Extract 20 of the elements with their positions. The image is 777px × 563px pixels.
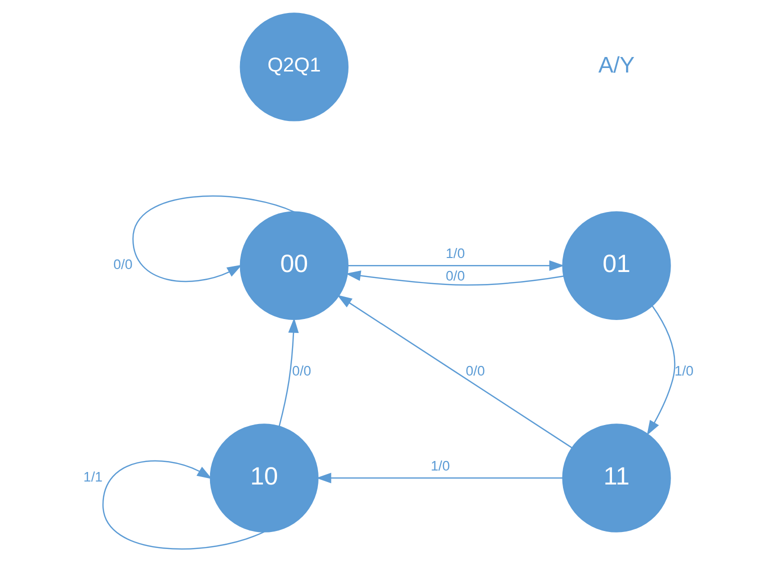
node-circle: 10 (210, 424, 319, 532)
node-circle: Q2Q1 (240, 12, 349, 122)
arrow (348, 260, 564, 271)
edge-label: 0/0 (292, 363, 312, 378)
edge-label: 0/0 (466, 363, 485, 378)
arrow (337, 294, 572, 448)
node-circle: 01 (562, 211, 671, 320)
edge-label: 1/1 (83, 470, 103, 485)
edge-label: 1/0 (446, 246, 465, 261)
arrow (646, 306, 676, 436)
legend-label: A/Y (598, 52, 635, 78)
arrow (346, 270, 564, 286)
node-circle: 11 (562, 424, 671, 532)
edge-label: 1/0 (674, 363, 694, 378)
arrow (316, 472, 563, 484)
edge-label: 1/0 (430, 458, 450, 474)
arrow (278, 318, 299, 426)
edge-label: 0/0 (446, 268, 465, 284)
edge-label: 0/0 (113, 257, 133, 272)
node-circle: 00 (240, 211, 349, 320)
